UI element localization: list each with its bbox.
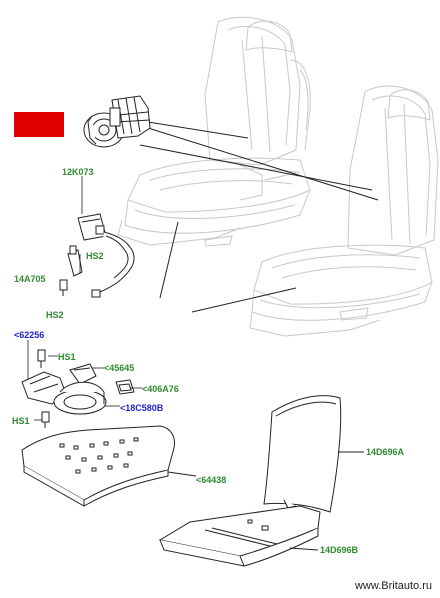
backrest-panel bbox=[263, 395, 364, 513]
label-14a705: 14A705 bbox=[14, 274, 46, 284]
label-62256: <62256 bbox=[14, 330, 45, 340]
label-64438: <64438 bbox=[196, 475, 227, 485]
label-hs1-upper: HS1 bbox=[58, 352, 76, 362]
label-hs1-lower: HS1 bbox=[12, 416, 30, 426]
label-hs2-lower: HS2 bbox=[46, 310, 64, 320]
label-45645: <45645 bbox=[104, 363, 135, 373]
label-12k073: 12K073 bbox=[62, 167, 94, 177]
lumbar-lower-assembly bbox=[21, 349, 135, 428]
leader-lines bbox=[139, 121, 379, 313]
seat-upper bbox=[117, 16, 311, 247]
seat-base-panel bbox=[21, 425, 197, 507]
highlight-box bbox=[14, 112, 64, 137]
label-pointers bbox=[27, 176, 142, 421]
cushion-panel bbox=[158, 505, 321, 567]
seat-lower bbox=[249, 85, 439, 337]
harness-module bbox=[59, 213, 135, 298]
label-14d696b: 14D696B bbox=[320, 545, 359, 555]
lumbar-motor-assembly bbox=[83, 95, 151, 148]
label-hs2-upper: HS2 bbox=[86, 251, 104, 261]
label-406a76: <406A76 bbox=[142, 384, 179, 394]
footer-url: www.Britauto.ru bbox=[354, 580, 432, 592]
label-14d696a: 14D696A bbox=[366, 447, 405, 457]
label-18c580b: <18C580B bbox=[120, 403, 164, 413]
